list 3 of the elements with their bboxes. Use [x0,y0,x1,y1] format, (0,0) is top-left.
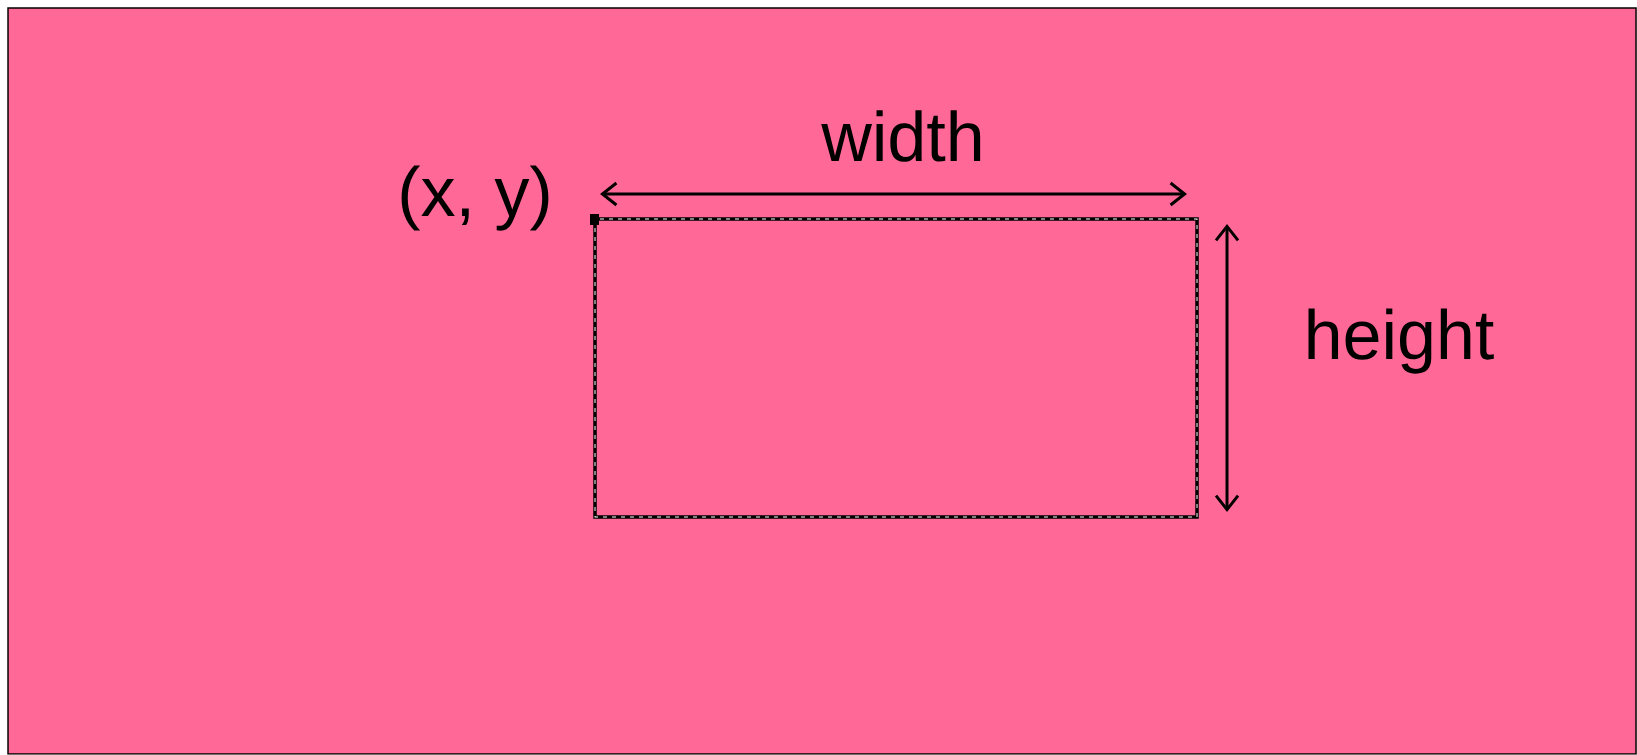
dimension-label: (x, y) [401,165,549,231]
dimension-label: width [821,110,981,162]
dimension-label: height [1308,308,1494,374]
